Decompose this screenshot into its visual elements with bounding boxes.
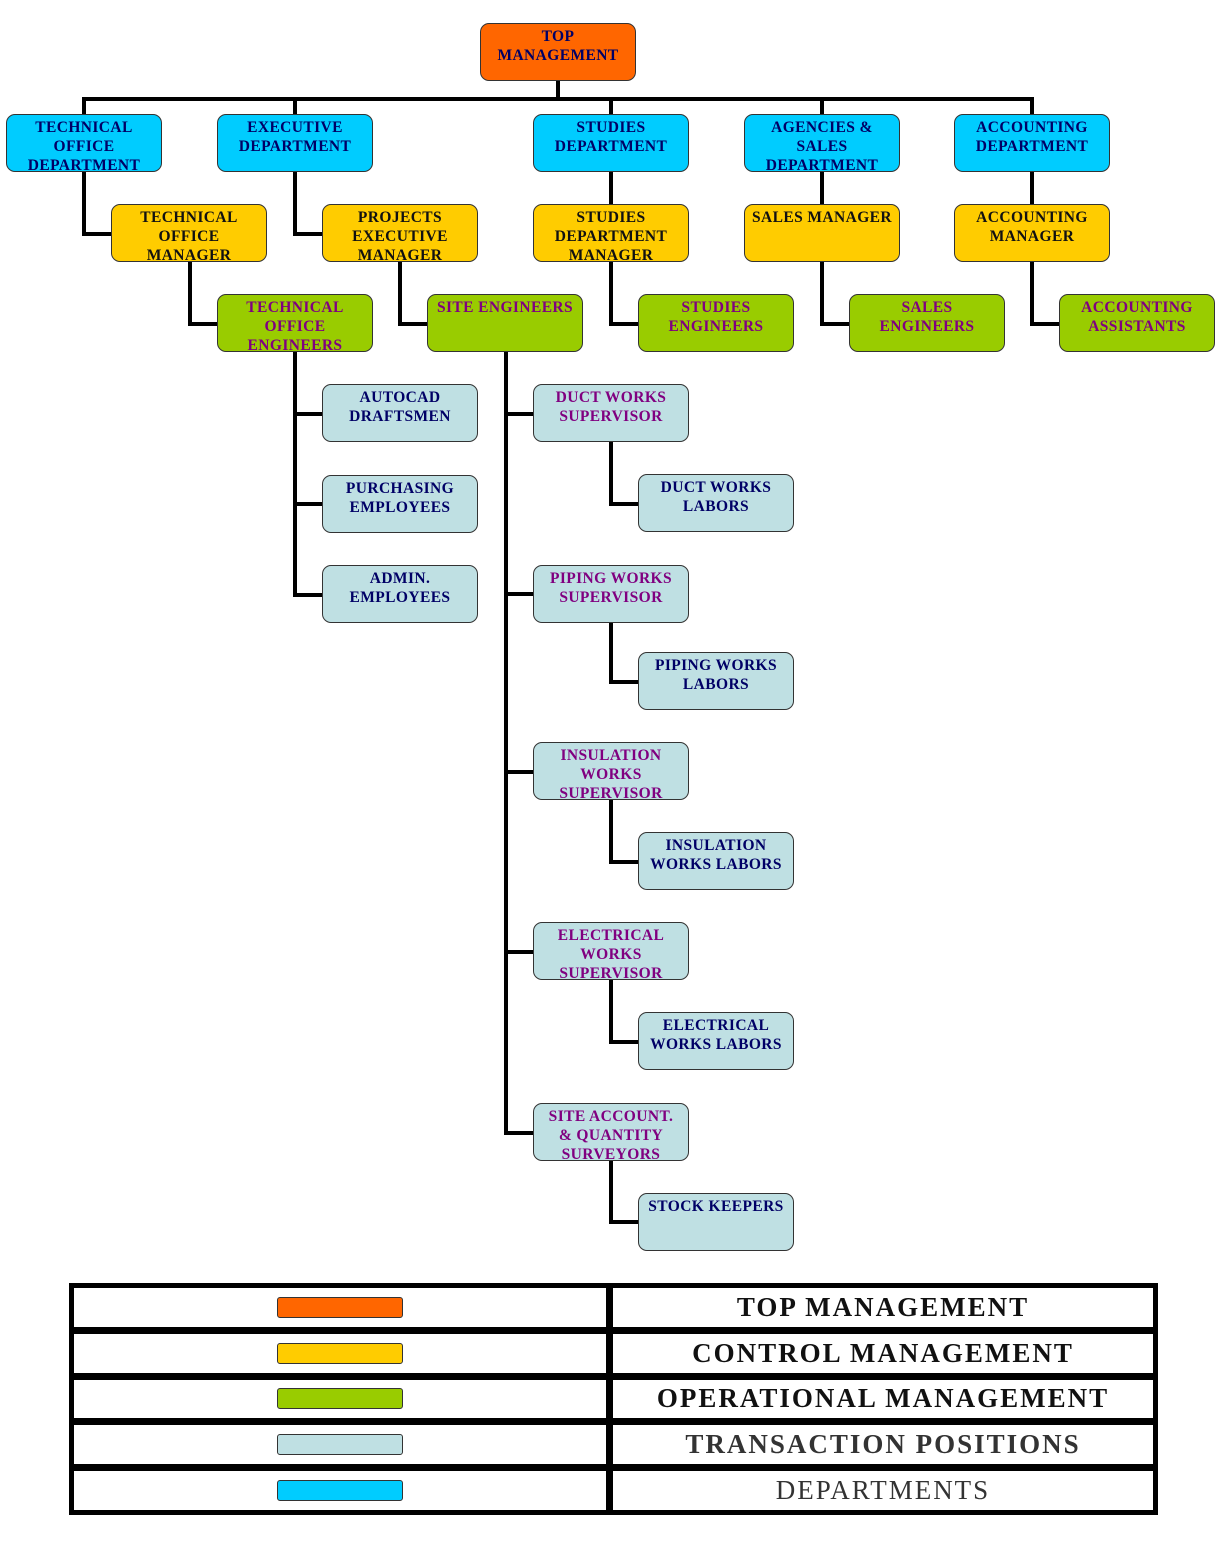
legend-row: TRANSACTION POSITIONS [72,1423,1155,1467]
node-label: INSULATION WORKS LABORS [650,837,782,873]
top-management-box: TOP MANAGEMENT [480,23,636,81]
node-label: EXECUTIVE DEPARTMENT [238,119,352,155]
node-label: DUCT WORKS LABORS [660,479,772,515]
node-label: ELECTRICAL WORKS LABORS [650,1017,782,1053]
site-account-quantity-surveyors-box: SITE ACCOUNT. & QUANTITY SURVEYORS [533,1103,689,1161]
legend-swatch-top-management [277,1296,403,1318]
legend-label: TRANSACTION POSITIONS [611,1423,1155,1467]
node-label: PIPING WORKS LABORS [654,657,778,693]
legend-label: DEPARTMENTS [611,1469,1155,1512]
duct-works-labors-box: DUCT WORKS LABORS [638,474,794,532]
legend-row: TOP MANAGEMENT [72,1286,1155,1329]
legend-swatch-transaction-positions [277,1434,403,1456]
legend-swatch-cell [72,1286,608,1329]
legend-swatch-operational-management [277,1388,403,1410]
node-label: TECHNICAL OFFICE MANAGER [140,209,238,262]
purchasing-employees-box: PURCHASING EMPLOYEES [322,475,478,533]
legend-swatch-cell [72,1377,608,1421]
node-label: PIPING WORKS SUPERVISOR [549,570,673,606]
node-label: ACCOUNTING MANAGER [976,209,1088,245]
connector-lines [82,80,1061,1224]
legend-label: OPERATIONAL MANAGEMENT [611,1377,1155,1421]
node-label: TOP MANAGEMENT [497,28,619,64]
insulation-works-supervisor-box: INSULATION WORKS SUPERVISOR [533,742,689,800]
node-label: STUDIES DEPARTMENT [554,119,668,155]
accounting-assistants-box: ACCOUNTING ASSISTANTS [1059,294,1215,352]
sales-manager-box: SALES MANAGER [744,204,900,262]
node-label: SALES ENGINEERS [879,299,975,335]
sales-engineers-box: SALES ENGINEERS [849,294,1005,352]
legend-row: DEPARTMENTS [72,1469,1155,1512]
technical-office-manager-box: TECHNICAL OFFICE MANAGER [111,204,267,262]
node-label: PURCHASING EMPLOYEES [345,480,455,516]
node-label: TECHNICAL OFFICE ENGINEERS [246,299,344,352]
projects-executive-manager-box: PROJECTS EXECUTIVE MANAGER [322,204,478,262]
node-label: ADMIN. EMPLOYEES [349,570,451,606]
node-label: DUCT WORKS SUPERVISOR [555,389,667,425]
node-label: TECHNICAL OFFICE DEPARTMENT [27,119,141,172]
node-label: ACCOUNTING DEPARTMENT [975,119,1089,155]
legend-swatch-cell [72,1331,608,1375]
node-label: SITE ENGINEERS [436,299,574,316]
accounting-manager-box: ACCOUNTING MANAGER [954,204,1110,262]
site-engineers-box: SITE ENGINEERS [427,294,583,352]
agencies-sales-department-box: AGENCIES & SALES DEPARTMENT [744,114,900,172]
node-label: PROJECTS EXECUTIVE MANAGER [352,209,448,262]
legend-swatch-departments [277,1480,403,1502]
electrical-works-supervisor-box: ELECTRICAL WORKS SUPERVISOR [533,922,689,980]
node-label: STUDIES ENGINEERS [668,299,764,335]
legend-label: CONTROL MANAGEMENT [611,1331,1155,1375]
node-label: ACCOUNTING ASSISTANTS [1081,299,1193,335]
stock-keepers-box: STOCK KEEPERS [638,1193,794,1251]
legend-swatch-control-management [277,1342,403,1364]
legend-label: TOP MANAGEMENT [611,1286,1155,1329]
duct-works-supervisor-box: DUCT WORKS SUPERVISOR [533,384,689,442]
node-label: STOCK KEEPERS [648,1198,784,1215]
studies-department-manager-box: STUDIES DEPARTMENT MANAGER [533,204,689,262]
legend-table: TOP MANAGEMENT CONTROL MANAGEMENT OPERAT… [69,1283,1158,1515]
piping-works-labors-box: PIPING WORKS LABORS [638,652,794,710]
node-label: STUDIES DEPARTMENT MANAGER [554,209,668,262]
electrical-works-labors-box: ELECTRICAL WORKS LABORS [638,1012,794,1070]
executive-department-box: EXECUTIVE DEPARTMENT [217,114,373,172]
node-label: SITE ACCOUNT. & QUANTITY SURVEYORS [548,1108,674,1161]
accounting-department-box: ACCOUNTING DEPARTMENT [954,114,1110,172]
node-label: SALES MANAGER [752,209,892,226]
node-label: INSULATION WORKS SUPERVISOR [559,747,663,800]
node-label: ELECTRICAL WORKS SUPERVISOR [557,927,665,980]
admin-employees-box: ADMIN. EMPLOYEES [322,565,478,623]
legend-swatch-cell [72,1423,608,1467]
studies-engineers-box: STUDIES ENGINEERS [638,294,794,352]
insulation-works-labors-box: INSULATION WORKS LABORS [638,832,794,890]
legend-swatch-cell [72,1469,608,1512]
studies-department-box: STUDIES DEPARTMENT [533,114,689,172]
org-chart: TOP MANAGEMENT TECHNICAL OFFICE DEPARTME… [6,23,1215,1251]
legend-row: CONTROL MANAGEMENT [72,1331,1155,1375]
node-label: AGENCIES & SALES DEPARTMENT [765,119,879,172]
autocad-draftsmen-box: AUTOCAD DRAFTSMEN [322,384,478,442]
piping-works-supervisor-box: PIPING WORKS SUPERVISOR [533,565,689,623]
node-label: AUTOCAD DRAFTSMEN [349,389,451,425]
technical-office-engineers-box: TECHNICAL OFFICE ENGINEERS [217,294,373,352]
legend-row: OPERATIONAL MANAGEMENT [72,1377,1155,1421]
technical-office-department-box: TECHNICAL OFFICE DEPARTMENT [6,114,162,172]
